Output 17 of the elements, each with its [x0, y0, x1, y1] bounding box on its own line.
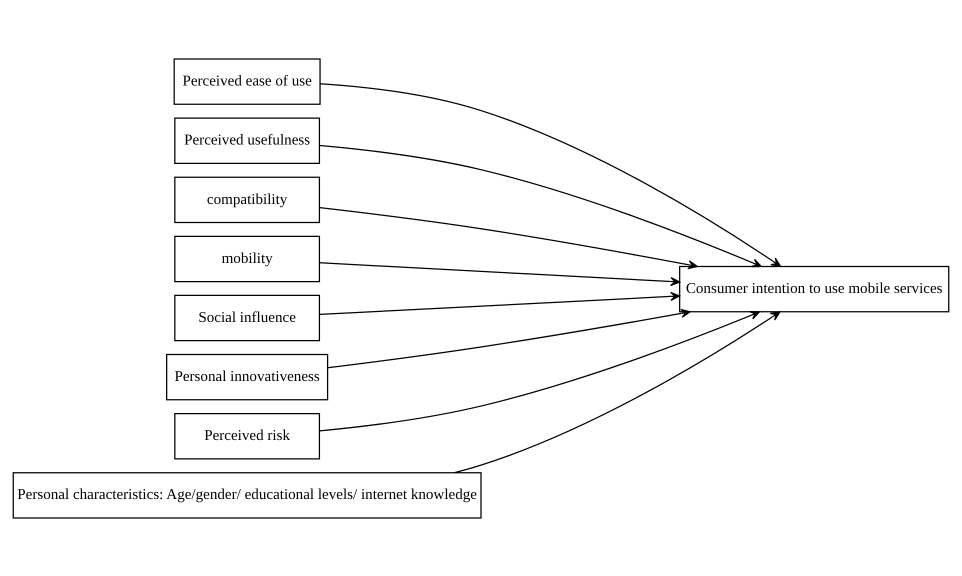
- arrow: [328, 308, 691, 368]
- arrow: [320, 144, 762, 267]
- arrow: [320, 206, 698, 269]
- node-box: mobility: [174, 235, 320, 282]
- node-box: compatibility: [174, 176, 320, 223]
- node-box: Perceived usefulness: [174, 117, 320, 164]
- arrow: [320, 262, 680, 286]
- arrow: [454, 310, 780, 473]
- arrow: [320, 291, 680, 315]
- node-box: Perceived risk: [174, 412, 320, 459]
- node-box: Personal innovativeness: [166, 353, 328, 400]
- node-box: Social influence: [174, 294, 320, 341]
- node-box: Consumer intention to use mobile services: [679, 265, 950, 312]
- arrow: [320, 310, 760, 431]
- node-box: Personal characteristics: Age/gender/ educational levels/ internet knowledge: [12, 472, 482, 518]
- node-box: Perceived ease of use: [174, 58, 321, 104]
- arrow: [320, 82, 782, 266]
